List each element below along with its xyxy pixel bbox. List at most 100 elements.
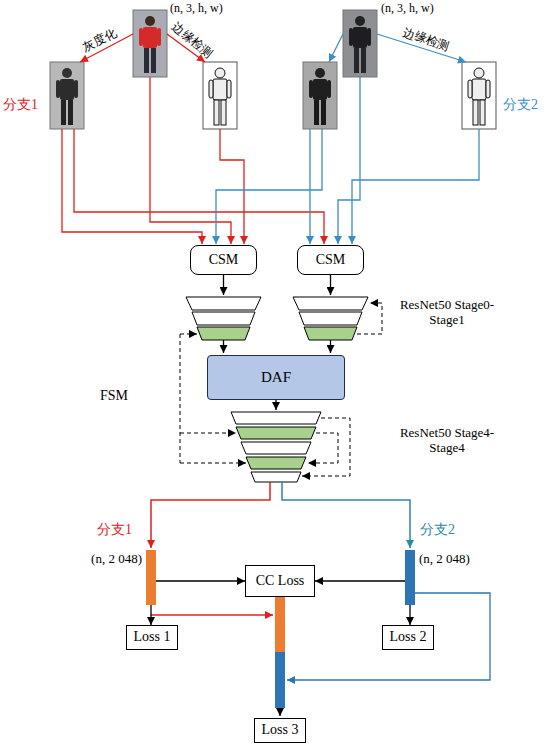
gray-photo bbox=[314, 100, 319, 125]
dashed-arrow bbox=[302, 418, 350, 476]
resnet-stage bbox=[236, 427, 316, 439]
connector bbox=[315, 580, 405, 581]
dashed-arrow bbox=[308, 433, 338, 463]
blue-wire bbox=[216, 34, 479, 244]
blue-wire bbox=[309, 129, 310, 244]
edge-photo bbox=[474, 68, 484, 78]
gray-photo bbox=[68, 100, 73, 125]
annotation-label: 分支1 bbox=[97, 522, 132, 538]
node-label: CSM bbox=[209, 252, 239, 268]
resnet-stage bbox=[246, 457, 306, 469]
fusion-box: DAF bbox=[207, 355, 345, 400]
person-photo bbox=[151, 48, 156, 73]
dashed-arrow bbox=[180, 463, 246, 464]
node-label: Loss 2 bbox=[390, 629, 427, 645]
resnet-stage bbox=[231, 412, 321, 424]
edge-photo bbox=[486, 80, 490, 98]
gray-photo bbox=[303, 62, 337, 129]
concat-wire bbox=[151, 614, 273, 616]
dashed-arrow bbox=[180, 334, 181, 463]
person-photo bbox=[361, 48, 366, 73]
operation-label: 边缘检测 bbox=[401, 26, 451, 54]
gray-photo bbox=[50, 62, 84, 129]
connector bbox=[150, 605, 151, 625]
annotation-label: (n, 3, h, w) bbox=[381, 2, 434, 16]
person-photo bbox=[353, 27, 367, 48]
resnet-stage bbox=[197, 327, 250, 340]
loss-box: Loss 1 bbox=[126, 625, 178, 650]
person-photo bbox=[343, 10, 377, 77]
resnet-stage bbox=[192, 312, 255, 325]
gray-photo bbox=[56, 80, 60, 98]
edge-photo bbox=[227, 80, 231, 98]
gray-photo bbox=[50, 62, 84, 129]
concat-wire bbox=[287, 593, 490, 680]
gray-photo bbox=[327, 80, 331, 98]
resnet-stage bbox=[231, 412, 321, 482]
red-wire bbox=[74, 129, 324, 244]
gray-photo bbox=[74, 80, 78, 98]
csm-box: CSM bbox=[190, 245, 257, 275]
person-photo bbox=[139, 28, 143, 46]
csm-box: CSM bbox=[297, 245, 364, 275]
blue-wire bbox=[329, 34, 343, 62]
person-photo bbox=[349, 28, 353, 46]
person-photo bbox=[354, 48, 359, 73]
gray-photo bbox=[62, 68, 72, 78]
edge-photo bbox=[214, 100, 219, 125]
person-photo bbox=[133, 10, 167, 77]
person-photo bbox=[343, 10, 377, 77]
edge-photo bbox=[472, 79, 486, 100]
resnet-stage bbox=[299, 312, 362, 325]
red-wire bbox=[220, 129, 244, 244]
edge-photo bbox=[462, 62, 496, 129]
red-wire bbox=[150, 77, 231, 244]
operation-label: 灰度化 bbox=[81, 27, 119, 56]
red-wire bbox=[62, 34, 324, 244]
red-wire bbox=[62, 129, 202, 244]
edge-photo bbox=[213, 79, 227, 100]
edge-photo bbox=[203, 62, 237, 129]
feature-vector: (n, 2 048) bbox=[405, 550, 415, 605]
branch-wire bbox=[282, 482, 410, 548]
connector bbox=[409, 605, 410, 625]
annotation-label: 分支2 bbox=[420, 522, 455, 538]
concat-feature bbox=[275, 652, 285, 708]
edge-photo bbox=[209, 80, 213, 98]
edge-photo bbox=[480, 100, 485, 125]
concat-feature bbox=[275, 597, 285, 652]
annotation-label: 分支1 bbox=[3, 97, 38, 113]
dashed-arrow bbox=[180, 303, 382, 476]
flow-arrow bbox=[330, 275, 331, 295]
gray-photo bbox=[315, 68, 325, 78]
annotation-label: FSM bbox=[100, 388, 128, 404]
edge-photo bbox=[215, 68, 225, 78]
flow-arrow bbox=[224, 275, 331, 716]
resnet-stage bbox=[251, 472, 301, 482]
node-label: DAF bbox=[261, 369, 291, 386]
blue-wire bbox=[352, 129, 479, 244]
person-photo bbox=[144, 48, 149, 73]
dashed-arrow bbox=[180, 433, 236, 434]
blue-wire bbox=[338, 77, 360, 244]
resnet-stage bbox=[293, 297, 368, 310]
person-photo bbox=[157, 28, 161, 46]
dimension-label: (n, 2 048) bbox=[91, 552, 142, 567]
loss-box: Loss 2 bbox=[382, 625, 434, 650]
person-photo bbox=[143, 27, 157, 48]
gray-photo bbox=[61, 100, 66, 125]
edge-photo bbox=[221, 100, 226, 125]
node-label: Loss 1 bbox=[134, 629, 171, 645]
loss-box: CC Loss bbox=[245, 565, 315, 597]
resnet-stage bbox=[304, 327, 357, 340]
flow-arrow bbox=[279, 708, 280, 716]
gray-photo bbox=[60, 79, 74, 100]
annotation-label: (n, 3, h, w) bbox=[170, 2, 223, 16]
annotation-label: ResNet50 Stage4-Stage4 bbox=[392, 426, 502, 456]
dashed-arrow bbox=[357, 303, 382, 334]
edge-photo bbox=[462, 62, 496, 129]
dimension-label: (n, 2 048) bbox=[419, 552, 470, 567]
person-photo bbox=[133, 10, 167, 77]
